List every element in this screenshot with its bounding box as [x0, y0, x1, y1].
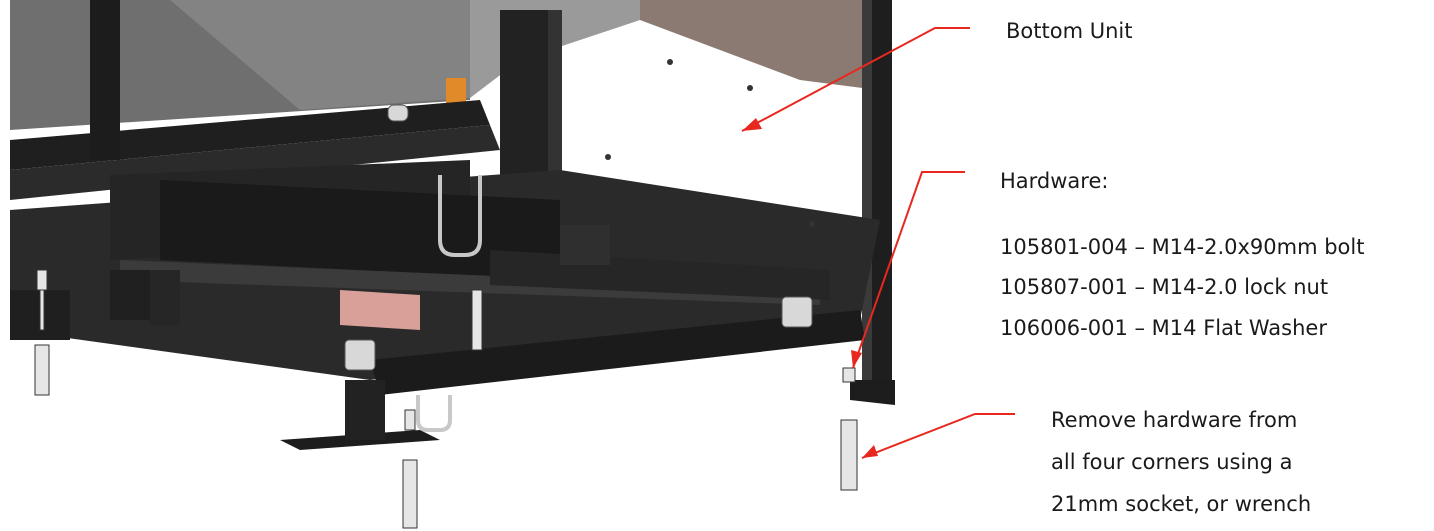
bolt-stacks — [34, 269, 858, 529]
callout-arrows — [741, 27, 1015, 459]
wall-rivets — [605, 59, 815, 227]
hardware-item: 106006-001 – M14 Flat Washer — [1000, 316, 1327, 340]
u-bolts — [416, 175, 482, 432]
hardware-title: Hardware: — [1000, 169, 1109, 193]
corner-clips — [344, 104, 813, 371]
removal-instruction-line: 21mm socket, or wrench — [1051, 492, 1312, 516]
foot-plates — [10, 270, 895, 450]
bottom-unit-label: Bottom Unit — [1006, 19, 1133, 43]
removal-instruction-line: all four corners using a — [1051, 450, 1293, 474]
hardware-item: 105807-001 – M14-2.0 lock nut — [1000, 275, 1329, 299]
removal-instruction-line: Remove hardware from — [1051, 408, 1298, 432]
hardware-item: 105801-004 – M14-2.0x90mm bolt — [1000, 235, 1365, 259]
arrow-heads — [742, 118, 878, 458]
pink-block — [340, 290, 420, 330]
orange-bracket — [446, 78, 466, 106]
